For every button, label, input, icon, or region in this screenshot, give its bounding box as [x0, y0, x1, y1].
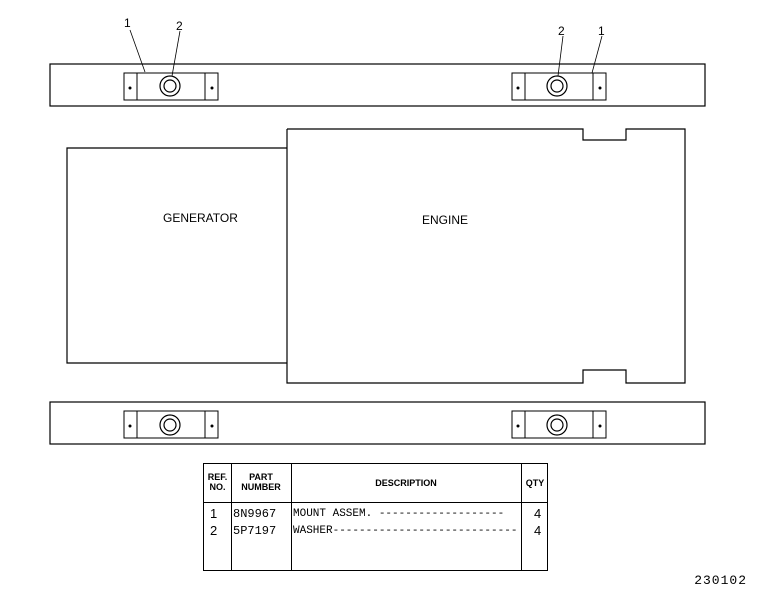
header-qty: QTY	[525, 478, 545, 488]
header-description: DESCRIPTION	[375, 478, 437, 488]
row-1-ref: 1	[210, 506, 218, 521]
row-1-qty: 4	[534, 506, 542, 521]
table-divider-ref	[231, 464, 232, 570]
callout-1-left: 1	[124, 16, 131, 30]
header-ref-line2: NO.	[209, 482, 226, 492]
table-header-separator	[204, 502, 547, 503]
figure-number: 230102	[694, 573, 747, 588]
row-1-part-number: 8N9967	[233, 507, 277, 521]
row-1-description: MOUNT ASSEM. -------------------	[293, 508, 505, 520]
header-part-line1: PART	[249, 472, 273, 482]
parts-table: REF. NO. PART NUMBER DESCRIPTION QTY 1 8…	[203, 463, 548, 571]
row-2-description: WASHER----------------------------	[293, 525, 518, 537]
bottom-rail	[49, 401, 706, 445]
header-ref: REF. NO.	[204, 472, 231, 492]
header-ref-line1: REF.	[207, 472, 228, 482]
callout-2-right: 2	[558, 24, 565, 38]
leader-top-left-1	[129, 29, 146, 73]
engine-label: ENGINE	[422, 213, 468, 227]
generator-outline	[66, 147, 287, 364]
row-2-part-number: 5P7197	[233, 524, 277, 538]
header-part-number: PART NUMBER	[231, 472, 291, 492]
leader-top-left-2	[171, 30, 181, 77]
row-2-ref: 2	[210, 523, 218, 538]
generator-label: GENERATOR	[163, 211, 238, 225]
mount-bottom-right	[511, 410, 607, 439]
leader-top-right-1	[591, 35, 603, 74]
top-rail	[49, 63, 706, 107]
row-2-qty: 4	[534, 523, 542, 538]
mount-bottom-left	[123, 410, 219, 439]
callout-2-left: 2	[176, 19, 183, 33]
table-divider-desc	[521, 464, 522, 570]
mount-top-left	[123, 72, 219, 101]
table-divider-part	[291, 464, 292, 570]
header-part-line2: NUMBER	[241, 482, 281, 492]
engine-outline	[286, 128, 686, 384]
mount-top-right	[511, 72, 607, 101]
callout-1-right: 1	[598, 24, 605, 38]
leader-top-right-2	[557, 35, 564, 77]
